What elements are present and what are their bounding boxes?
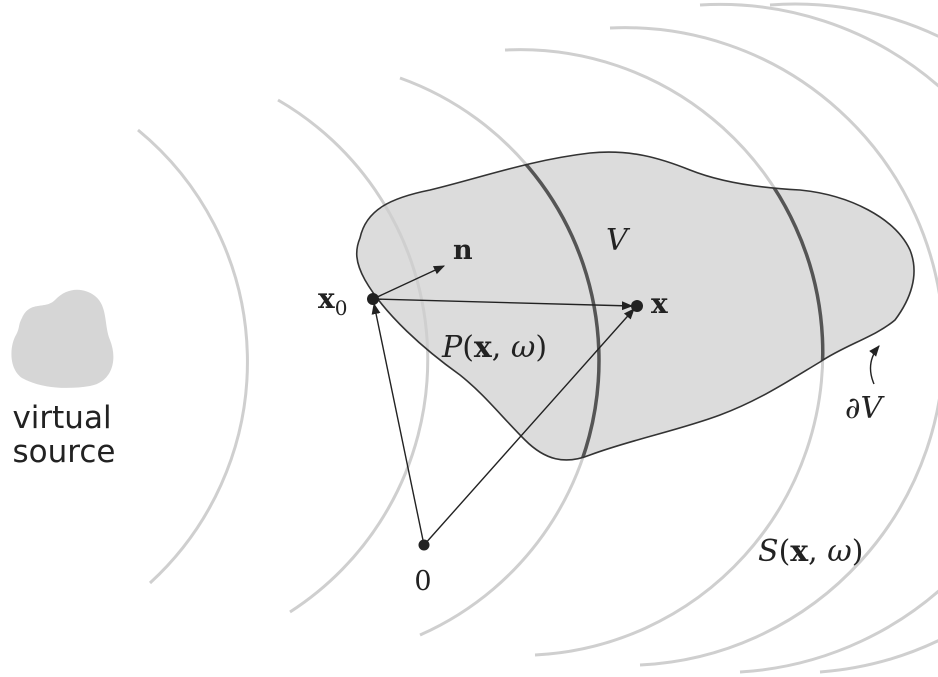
wavefront-arc-inside: [504, 152, 825, 460]
boundary-label: ∂V: [845, 391, 886, 426]
wavefront-arc-inside: [399, 152, 601, 460]
exterior-comma: ,: [808, 534, 827, 569]
interior-close: ): [535, 330, 547, 365]
origin-point: [418, 539, 430, 551]
normal-label: n: [453, 235, 473, 266]
origin-to-x-arrow: [423, 308, 635, 546]
normal-arrow: [372, 265, 446, 300]
interior-field-label: P(x, ω): [441, 330, 547, 365]
x0-to-x-arrow: [372, 298, 634, 311]
interior-open: (: [462, 330, 474, 365]
exterior-open: (: [779, 534, 791, 569]
interior-var: x: [474, 330, 493, 365]
exterior-fn: S: [758, 534, 779, 569]
x-label: x: [651, 287, 668, 320]
boundary-pointer-arrow: [869, 345, 880, 385]
wavefront-arc: [609, 26, 938, 667]
wavefronts-inside-volume: [399, 152, 915, 460]
virtual-source-shape: [11, 289, 114, 388]
x-point: [631, 300, 643, 312]
wavefront-arc: [137, 128, 249, 585]
volume-boundary: [355, 151, 915, 461]
interior-fn: P: [441, 330, 463, 365]
vectors: [371, 265, 880, 546]
boundary-var: V: [861, 391, 886, 426]
interior-omega: ω: [511, 330, 535, 365]
interior-comma: ,: [492, 330, 511, 365]
origin-label: 0: [414, 566, 431, 597]
wavefront-arc: [769, 2, 938, 674]
boundary-prefix: ∂: [845, 391, 861, 426]
volume-label: V: [606, 223, 631, 258]
exterior-close: ): [852, 534, 864, 569]
x0-label-base: x: [318, 282, 335, 315]
x0-label: x0: [318, 282, 347, 320]
exterior-var: x: [790, 534, 809, 569]
x0-label-subscript: 0: [335, 296, 348, 320]
virtual-source-label-line2: source: [13, 434, 116, 470]
exterior-field-label: S(x, ω): [758, 534, 863, 569]
wavefront-arc: [699, 2, 938, 674]
exterior-omega: ω: [827, 534, 851, 569]
virtual-source-label-line1: virtual: [12, 400, 111, 436]
wavefront-arc: [277, 98, 430, 614]
origin-to-x0-arrow: [371, 302, 425, 546]
x0-point: [367, 293, 379, 305]
